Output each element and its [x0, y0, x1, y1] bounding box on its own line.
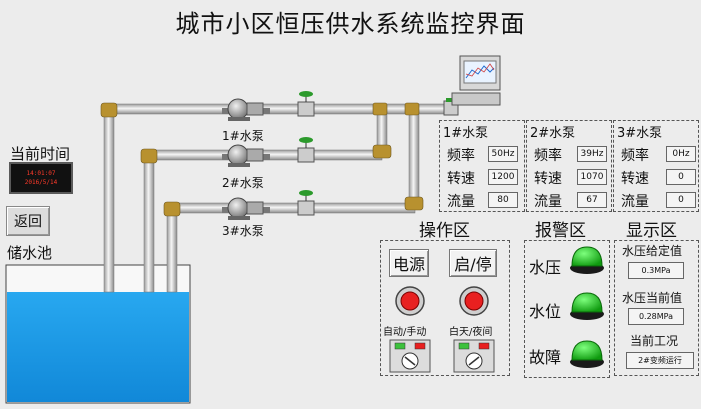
alarm-lamp-pressure	[570, 246, 604, 274]
flow-label: 流量	[534, 194, 562, 210]
startstop-knob	[459, 286, 489, 316]
ops-panel	[380, 240, 510, 376]
pump-1-label: 1#水泵	[222, 129, 264, 143]
pump-2-speed: 1070	[577, 169, 607, 185]
flow-label: 流量	[621, 194, 649, 210]
display-panel	[614, 240, 699, 376]
pump-3-flow: 0	[666, 192, 696, 208]
flow-label: 流量	[447, 194, 475, 210]
pump-1-flow: 80	[488, 192, 518, 208]
auto-manual-switch	[389, 339, 431, 373]
alarm-title: 报警区	[535, 221, 586, 241]
current-pressure-label: 水压当前值	[622, 291, 683, 305]
freq-label: 频率	[447, 148, 475, 164]
alarm-panel	[524, 240, 610, 378]
ops-title: 操作区	[419, 221, 470, 241]
display-title: 显示区	[626, 221, 677, 241]
status-label: 当前工况	[630, 334, 679, 348]
pump-2	[222, 144, 270, 167]
pump-1-panel-title: 1#水泵	[443, 126, 489, 141]
tank-label: 储水池	[7, 244, 53, 262]
status-value: 2#变频运行	[626, 352, 694, 369]
day-night-switch	[453, 339, 495, 373]
clock-label: 当前时间	[10, 145, 71, 163]
setpoint-label: 水压给定值	[622, 244, 683, 258]
monitor-icon	[451, 55, 501, 106]
alarm-pressure-label: 水压	[529, 258, 562, 277]
power-knob	[395, 286, 425, 316]
valve-3-icon	[297, 190, 315, 216]
freq-label: 频率	[534, 148, 562, 164]
pump-1	[222, 98, 270, 121]
speed-label: 转速	[621, 171, 649, 187]
alarm-lamp-level	[570, 292, 604, 320]
pump-3-panel-title: 3#水泵	[617, 126, 663, 141]
day-night-label: 白天/夜间	[449, 327, 493, 338]
setpoint-value: 0.3MPa	[628, 262, 684, 279]
day-night-switch-hit[interactable]	[454, 340, 494, 372]
speed-label: 转速	[447, 171, 475, 187]
pump-3-freq: 0Hz	[666, 146, 696, 162]
alarm-level-label: 水位	[529, 302, 562, 321]
page-title: 城市小区恒压供水系统监控界面	[175, 10, 526, 38]
pump-1-freq: 50Hz	[488, 146, 518, 162]
pump-2-label: 2#水泵	[222, 176, 264, 190]
pump-1-speed: 1200	[488, 169, 518, 185]
pump-3-panel: 3#水泵 频率 0Hz 转速 0 流量 0	[613, 120, 699, 212]
pump-2-freq: 39Hz	[577, 146, 607, 162]
alarm-fault-label: 故障	[529, 348, 562, 367]
pump-3	[222, 197, 270, 220]
clock-date: 2016/5/14	[24, 179, 58, 186]
alarm-lamp-fault	[570, 340, 604, 368]
pump-2-flow: 67	[577, 192, 607, 208]
valve-1-icon	[297, 91, 315, 117]
pump-1-panel: 1#水泵 频率 50Hz 转速 1200 流量 80	[439, 120, 525, 212]
current-pressure-value: 0.28MPa	[628, 308, 684, 325]
pump-3-speed: 0	[666, 169, 696, 185]
power-knob-hit[interactable]	[396, 287, 424, 315]
water-tank	[5, 264, 191, 404]
clock-display: 14:01:07 2016/5/14	[9, 162, 73, 194]
back-button[interactable]: 返回	[6, 206, 50, 236]
pump-2-panel: 2#水泵 频率 39Hz 转速 1070 流量 67	[526, 120, 612, 212]
auto-manual-switch-hit[interactable]	[390, 340, 430, 372]
valve-2-icon	[297, 137, 315, 163]
speed-label: 转速	[534, 171, 562, 187]
pump-2-panel-title: 2#水泵	[530, 126, 576, 141]
startstop-button[interactable]: 启/停	[449, 249, 497, 277]
startstop-knob-hit[interactable]	[460, 287, 488, 315]
freq-label: 频率	[621, 148, 649, 164]
tank-water	[7, 292, 189, 402]
power-button[interactable]: 电源	[389, 249, 429, 277]
clock-time: 14:01:07	[26, 170, 56, 177]
auto-manual-label: 自动/手动	[383, 327, 427, 338]
pump-3-label: 3#水泵	[222, 224, 264, 238]
